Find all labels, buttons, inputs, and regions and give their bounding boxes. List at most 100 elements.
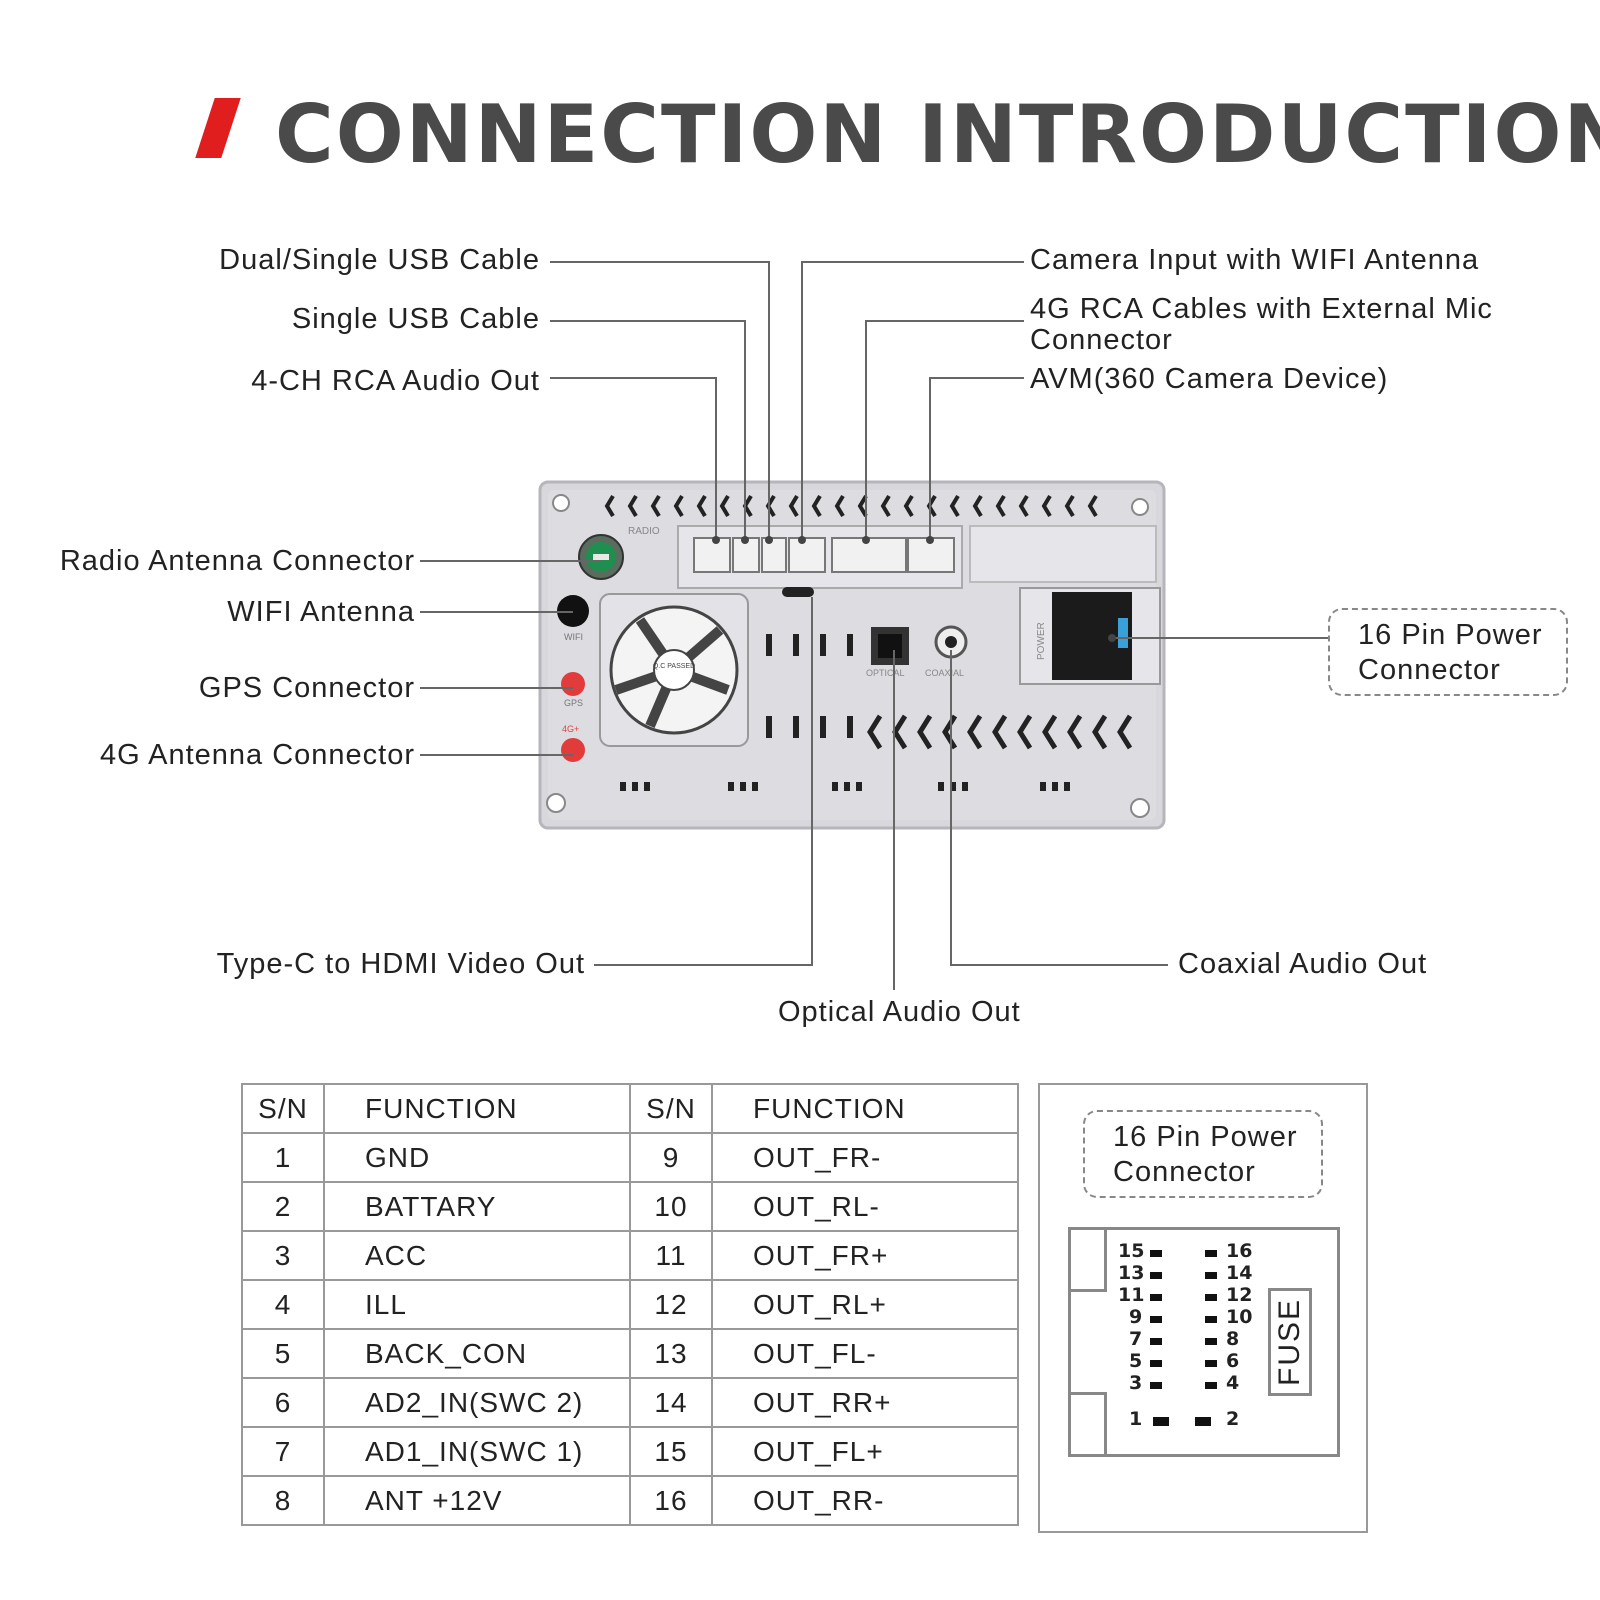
cell-function: OUT_RR- — [711, 1475, 1019, 1526]
cell-function: OUT_RR+ — [711, 1377, 1019, 1428]
cell-sn: 9 — [629, 1132, 713, 1183]
cell-function: OUT_FR- — [711, 1132, 1019, 1183]
cell-function: ANT +12V — [323, 1475, 631, 1526]
pin-label: 5 — [1129, 1350, 1143, 1372]
pin-contact — [1195, 1417, 1211, 1426]
label-4g-antenna: 4G Antenna Connector — [99, 739, 415, 771]
pin-contact — [1205, 1272, 1217, 1279]
pin-label: 4 — [1226, 1372, 1240, 1394]
cell-sn: 6 — [241, 1377, 325, 1428]
fuse-label: FUSE — [1273, 1297, 1306, 1387]
pin-contact — [1205, 1338, 1217, 1345]
pin-label: 7 — [1129, 1328, 1143, 1350]
power-callout-line1: 16 Pin Power — [1358, 619, 1543, 651]
label-typec-hdmi: Type-C to HDMI Video Out — [216, 948, 585, 980]
cell-function: BATTARY — [323, 1181, 631, 1232]
header-sn: S/N — [241, 1083, 325, 1134]
cell-sn: 12 — [629, 1279, 713, 1330]
cell-sn: 8 — [241, 1475, 325, 1526]
power-connector-callout: 16 Pin Power Connector — [1328, 608, 1568, 696]
connector-pinout — [1068, 1227, 1340, 1457]
cell-function: AD1_IN(SWC 1) — [323, 1426, 631, 1477]
connector-label-line2: Connector — [1113, 1156, 1256, 1188]
pin-contact — [1205, 1316, 1217, 1323]
pin-label: 15 — [1118, 1240, 1145, 1262]
label-wifi-antenna: WIFI Antenna — [227, 596, 415, 628]
power-callout-line2: Connector — [1358, 654, 1501, 686]
power-mark: POWER — [1036, 622, 1047, 660]
pin-label: 11 — [1118, 1284, 1145, 1306]
pin-contact — [1205, 1360, 1217, 1367]
connector-panel-label: 16 Pin Power Connector — [1083, 1110, 1323, 1198]
cell-sn: 5 — [241, 1328, 325, 1379]
leader-lines — [420, 261, 1328, 990]
pin-label: 8 — [1226, 1328, 1240, 1350]
connector-label-line1: 16 Pin Power — [1113, 1121, 1298, 1153]
table-row: 2 BATTARY 10 OUT_RL- — [241, 1181, 1019, 1232]
cell-function: AD2_IN(SWC 2) — [323, 1377, 631, 1428]
cell-sn: 4 — [241, 1279, 325, 1330]
pin-label: 13 — [1118, 1262, 1145, 1284]
pin-contact — [1150, 1338, 1162, 1345]
head-unit: RADIO WIFI GPS 4G+ Q.C PASSED OPTICAL CO… — [538, 480, 1166, 830]
fuse-box: FUSE — [1268, 1288, 1312, 1396]
radio-mark: RADIO — [628, 526, 660, 537]
pin-contact — [1205, 1250, 1217, 1257]
connector-tab-bottom — [1068, 1392, 1107, 1457]
label-gps: GPS Connector — [198, 672, 415, 704]
table-row: 4 ILL 12 OUT_RL+ — [241, 1279, 1019, 1330]
cell-sn: 15 — [629, 1426, 713, 1477]
g4-mark: 4G+ — [562, 724, 579, 734]
label-single-usb: Single USB Cable — [291, 303, 540, 335]
pin-contact — [1205, 1294, 1217, 1301]
gps-mark: GPS — [564, 698, 583, 708]
cell-function: OUT_FR+ — [711, 1230, 1019, 1281]
coaxial-mark: COAXIAL — [925, 668, 964, 678]
label-optical: Optical Audio Out — [778, 996, 1021, 1028]
slots — [620, 634, 1070, 791]
label-4g-rca-2: Connector — [1030, 324, 1173, 356]
page-title: CONNECTION INTRODUCTION — [275, 88, 1600, 181]
cell-sn: 10 — [629, 1181, 713, 1232]
pin-label: 3 — [1129, 1372, 1143, 1394]
table-row: 7 AD1_IN(SWC 1) 15 OUT_FL+ — [241, 1426, 1019, 1477]
pin-label: 14 — [1226, 1262, 1253, 1284]
label-camera-wifi: Camera Input with WIFI Antenna — [1030, 244, 1480, 276]
qc-mark: Q.C PASSED — [653, 663, 695, 670]
cell-sn: 3 — [241, 1230, 325, 1281]
cell-function: OUT_RL- — [711, 1181, 1019, 1232]
label-coaxial: Coaxial Audio Out — [1178, 948, 1428, 980]
cell-sn: 14 — [629, 1377, 713, 1428]
label-rca-audio: 4-CH RCA Audio Out — [251, 365, 540, 397]
wifi-mark: WIFI — [564, 632, 583, 642]
pin-contact — [1205, 1382, 1217, 1389]
leader-dots — [712, 536, 1116, 642]
cell-function: ACC — [323, 1230, 631, 1281]
table-row: 3 ACC 11 OUT_FR+ — [241, 1230, 1019, 1281]
pin-contact — [1150, 1272, 1162, 1279]
pin-contact — [1150, 1294, 1162, 1301]
pin-label: 12 — [1226, 1284, 1253, 1306]
cell-sn: 2 — [241, 1181, 325, 1232]
pin-label: 6 — [1226, 1350, 1240, 1372]
cell-function: OUT_FL+ — [711, 1426, 1019, 1477]
pin-function-table: S/N FUNCTION S/N FUNCTION 1 GND 9 OUT_FR… — [241, 1083, 1019, 1526]
cell-function: OUT_RL+ — [711, 1279, 1019, 1330]
cell-sn: 16 — [629, 1475, 713, 1526]
header-function-2: FUNCTION — [711, 1083, 1019, 1134]
table-header-row: S/N FUNCTION S/N FUNCTION — [241, 1083, 1019, 1134]
label-radio-antenna: Radio Antenna Connector — [59, 545, 415, 577]
pin-contact — [1153, 1417, 1169, 1426]
cell-sn: 13 — [629, 1328, 713, 1379]
table-row: 6 AD2_IN(SWC 2) 14 OUT_RR+ — [241, 1377, 1019, 1428]
cell-function: OUT_FL- — [711, 1328, 1019, 1379]
cell-function: BACK_CON — [323, 1328, 631, 1379]
table-row: 8 ANT +12V 16 OUT_RR- — [241, 1475, 1019, 1526]
pin-contact — [1150, 1316, 1162, 1323]
cell-sn: 1 — [241, 1132, 325, 1183]
label-dual-usb: Dual/Single USB Cable — [219, 244, 540, 276]
top-vents — [604, 494, 1098, 518]
connector-tab-top — [1068, 1227, 1107, 1292]
pin-label: 10 — [1226, 1306, 1253, 1328]
